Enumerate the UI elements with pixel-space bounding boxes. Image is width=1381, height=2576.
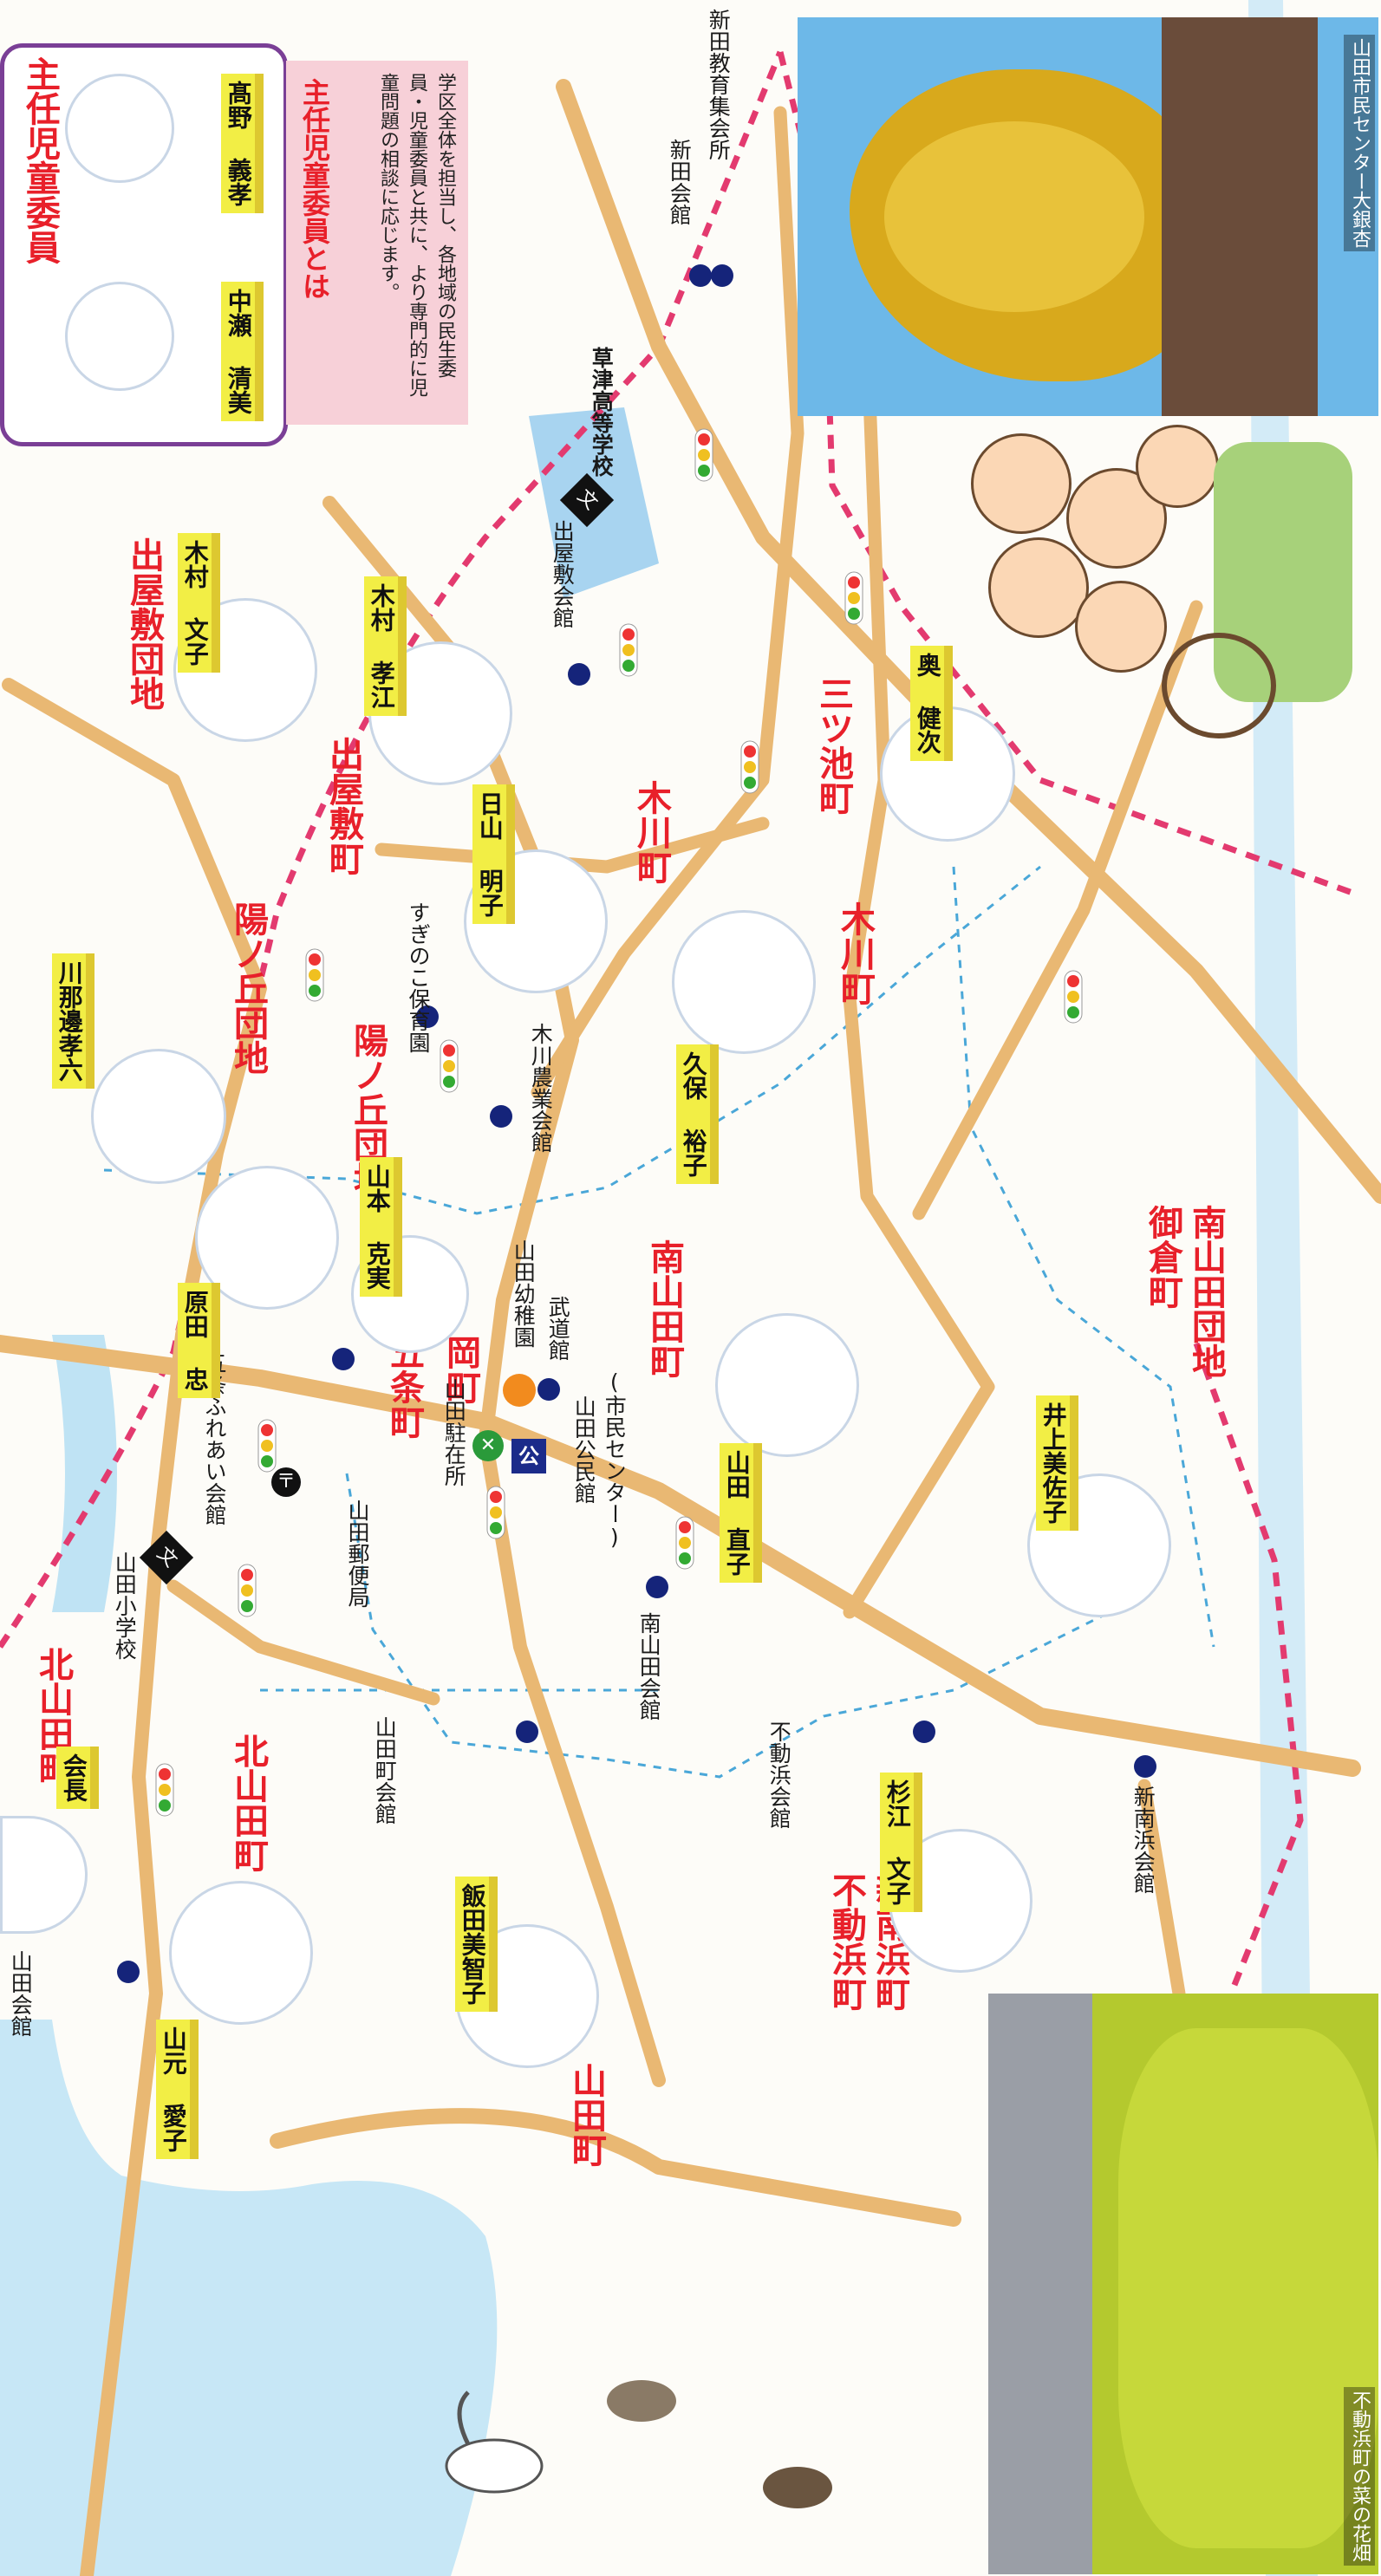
about-title: 主任児童委員とは [298,78,331,300]
facility-label-suginoko: すぎのこ保育園 [406,901,431,1053]
facility-label-shinminamihama: 新南浜会館 [1130,1786,1156,1894]
facility-label-shinden: 新田会館 [667,139,693,225]
volunteer-tag-kawanabe: 川那邊孝六 [52,953,94,1089]
area-label-minamiyamada: 南山田町 [644,1239,684,1378]
facility-label-shinden-kyoiku: 新田教育集会所 [706,9,732,160]
area-label-kigawa-2: 木川町 [835,901,875,1005]
facility-label-yamada-kindergarten: 山田幼稚園 [511,1239,537,1348]
public-hall-icon: 公 [511,1439,546,1473]
ginkgo-photo-caption: 山田市民センター大銀杏 [1344,35,1375,251]
legend-title: 主任児童委員 [20,56,60,264]
area-label-kigawa: 木川町 [631,780,671,884]
facility-label-budokan: 武道館 [545,1296,571,1361]
legend-member-1: 髙野 義孝 [221,74,264,213]
facility-label-yamada-cho: 山田町会館 [372,1716,398,1825]
volunteer-tag-kimura-takae: 木村 孝江 [364,576,407,716]
facility-label-yamada-police: 山田駐在所 [441,1378,467,1486]
kindergarten-icon [503,1374,536,1407]
facility-label-kusatsu-high: 草津高等学校 [589,347,615,477]
rapeseed-photo: 不動浜町の菜の花畑 [988,1994,1378,2574]
volunteer-tag-yamamoto-aiko: 山元 愛子 [156,2020,199,2159]
facility-label-yamada-post: 山田郵便局 [345,1499,370,1608]
area-label-fudohama: 不動浜町 [826,1872,866,2011]
volunteer-photo-kawanabe [91,1049,226,1184]
facility-dot-budokan [537,1378,560,1401]
police-icon: ✕ [472,1430,504,1461]
facility-dot-fudohama [913,1721,935,1743]
area-label-deyashiki-danchi: 出屋敷団地 [124,537,164,711]
water-birds [445,2380,832,2508]
legend-member-2: 中瀬 清美 [221,282,264,421]
facility-label-fudohama: 不動浜会館 [766,1721,792,1829]
rapeseed-photo-caption: 不動浜町の菜の花畑 [1344,2387,1375,2566]
neighborhood-lines [103,865,1215,1779]
facility-dot-shinminamihama [1134,1755,1156,1778]
facility-label-deyashiki: 出屋敷会館 [550,520,576,628]
facility-dot-kigawa-nogyo [490,1105,512,1128]
facility-dot-shinden-kyoiku [711,264,733,287]
facility-dot-gojo [332,1348,355,1370]
facility-dot-suginoko [416,1005,439,1028]
facility-label-yamada: 山田会館 [8,1950,34,2037]
area-label-minamiyamada-danchi: 南山田団地 [1186,1205,1226,1378]
area-label-oka: 岡町 [440,1335,480,1404]
volunteer-tag-hiyama: 日山 明子 [472,784,515,924]
community-illustration [962,416,1378,738]
volunteer-tag-harada: 原田 忠 [178,1283,220,1398]
volunteer-tag-iida: 飯田美智子 [455,1877,498,2012]
legend-box: 主任児童委員 髙野 義孝 中瀬 清美 [0,43,288,446]
volunteer-tag-yamamoto: 山本 克実 [360,1157,402,1297]
facility-dot-yamada-cho [516,1721,538,1743]
area-label-deyashiki: 出屋敷町 [323,737,363,875]
about-text: 学区全体を担当し、各地域の民生委員・児童委員と共に、より専門的に児童問題の相談に… [377,73,456,397]
post-office-icon: 〒 [271,1467,301,1497]
volunteer-photo-kubo [672,910,816,1054]
volunteer-tag-chairman: 会長 [56,1747,99,1809]
volunteer-tag-sugie: 杉江 文子 [880,1773,922,1912]
facility-dot-yamada [117,1961,140,1983]
area-label-mitsuike: 三ツ池町 [813,676,853,815]
about-panel: 主任児童委員とは 学区全体を担当し、各地域の民生委員・児童委員と共に、より専門的… [286,61,468,425]
lake-water [0,2020,498,2576]
volunteer-tag-kimura-fumiko: 木村 文子 [178,533,220,673]
volunteer-tag-oku: 奥 健次 [910,646,953,761]
facility-dot-deyashiki [568,663,590,686]
facility-label-minamiyamada: 南山田会館 [636,1612,662,1721]
legend-avatar-2 [65,282,174,391]
facility-label-kigawa-nogyo: 木川農業会館 [528,1023,554,1153]
facility-dot-shinden [689,264,712,287]
volunteer-photo-yamada [715,1313,859,1457]
facility-label-shimin-center: (市民センター) [602,1369,628,1550]
volunteer-tag-kubo: 久保 裕子 [676,1044,719,1184]
area-label-kitayamada-2: 北山田町 [228,1734,268,1872]
legend-avatar-1 [65,74,174,183]
volunteer-tag-inoue: 井上美佐子 [1036,1395,1078,1531]
volunteer-tag-yamada: 山田 直子 [720,1443,762,1583]
facility-label-yamada-elementary: 山田小学校 [112,1551,138,1660]
area-label-hinooka-danchi: 陽ノ丘団地 [228,901,268,1075]
volunteer-photo-yamamoto-aiko [169,1881,313,2025]
traffic-signals [155,428,1083,1817]
area-label-yamada: 山田町 [566,2063,606,2167]
facility-dot-minamiyamada [646,1576,668,1598]
roads [0,79,1381,2576]
area-label-mikura: 御倉町 [1143,1205,1182,1309]
ginkgo-photo: 山田市民センター大銀杏 [798,17,1378,416]
facility-label-yamada-kominkan: 山田公民館 [571,1395,597,1504]
